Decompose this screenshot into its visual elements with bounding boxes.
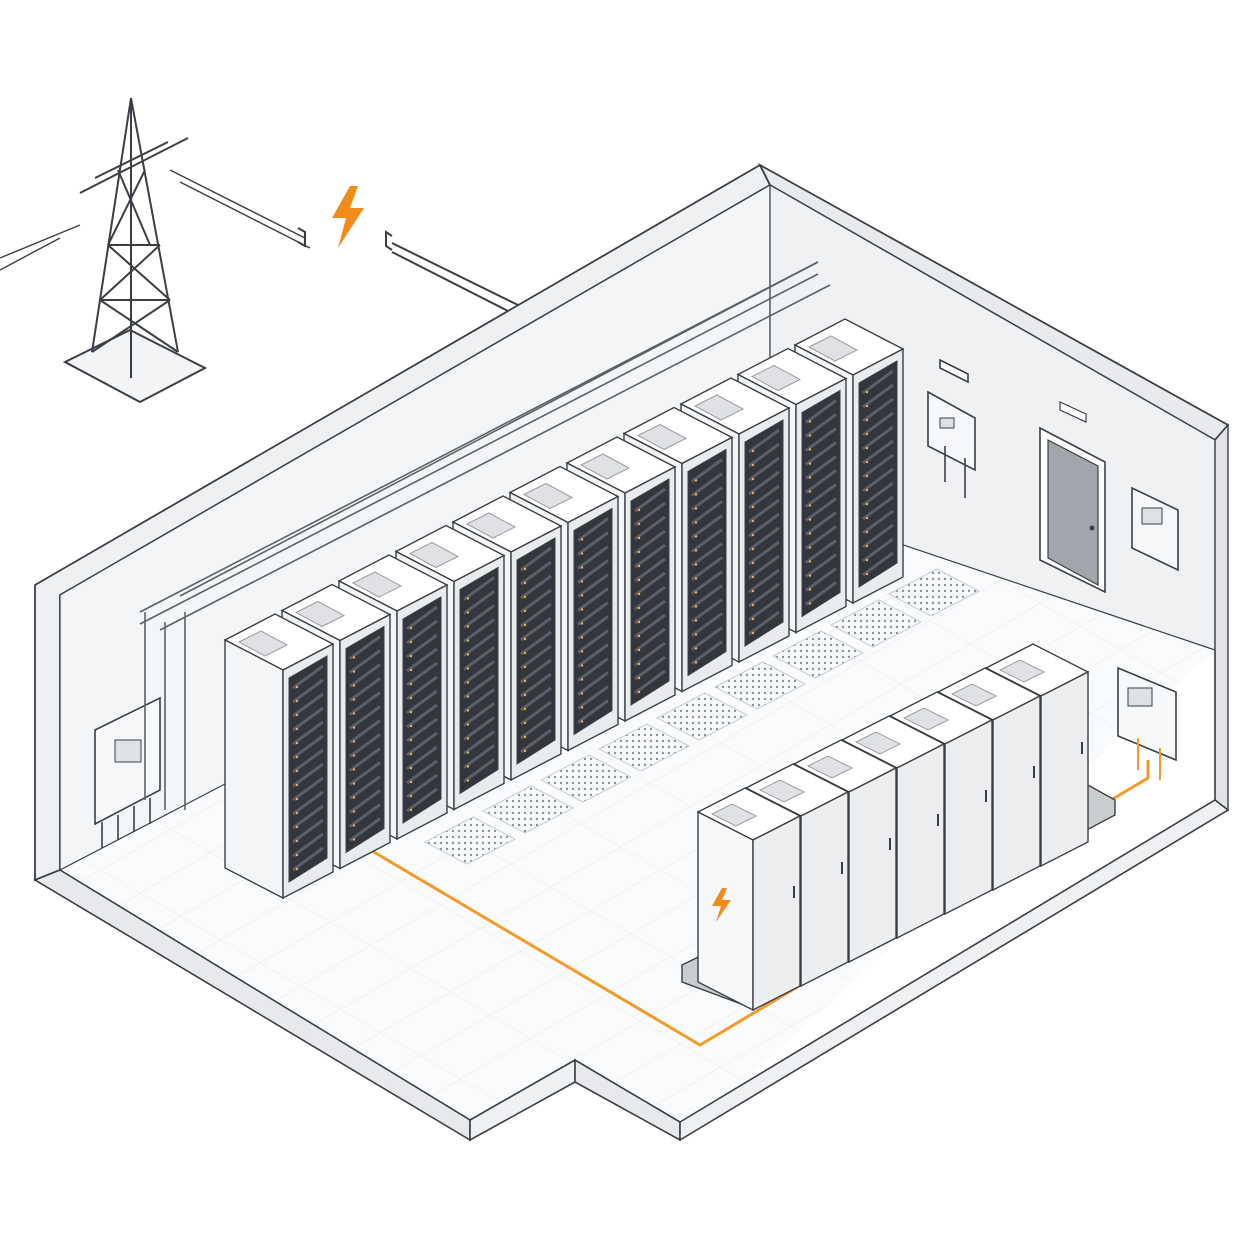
lightning-bolt-icon [712,888,731,922]
overhead-cable-tray [139,261,831,810]
wall-panel-back [927,358,976,498]
floor-vent [597,723,691,772]
lightning-bolt-icon [332,186,364,248]
server-rack [394,524,506,811]
floor-vent [771,630,865,679]
transmission-tower [0,97,311,404]
ups-battery-bank [681,643,1116,1012]
wall-panel-left [94,696,161,848]
floor-vent [655,692,749,741]
floor-vent [829,599,923,648]
wall-panel-right [1131,486,1179,572]
floor-vent [423,816,517,865]
floor-vent [539,754,633,803]
server-rack-row [223,318,905,900]
grid-feed-line [297,227,521,313]
floor-vent [887,568,981,617]
exit-sign [1059,401,1087,423]
front-right-wall [679,799,1230,1142]
floor-vent [481,785,575,834]
ups-cabinet [696,787,802,1012]
exit-door [1039,401,1106,594]
floor-vent [713,661,807,710]
floor-vents [423,568,981,865]
tower-foundation [62,328,208,404]
server-rack [223,613,335,900]
ups-distribution-panel [1117,666,1177,780]
